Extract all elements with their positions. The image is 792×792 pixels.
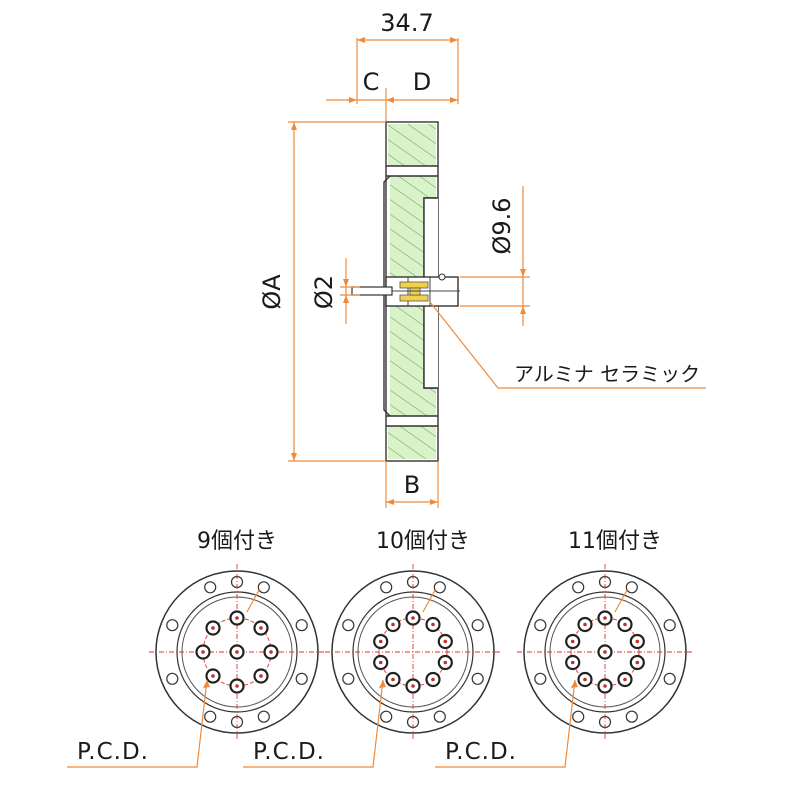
material-callout: アルミナ セラミック (429, 301, 706, 389)
pin-center (411, 616, 415, 620)
dimension-b: B (385, 461, 439, 508)
bolt-hole (204, 710, 217, 723)
pcd-arrowhead (571, 680, 578, 688)
dimension-total-width: 34.7 (356, 9, 459, 104)
pin-center (391, 622, 395, 627)
bolt-hole (471, 619, 484, 632)
pin-center (201, 650, 205, 654)
pitch-arrow (614, 589, 628, 613)
pin-center (583, 677, 587, 682)
pin-center (603, 684, 607, 688)
pin-center (235, 650, 239, 654)
bolt-hole (295, 619, 308, 632)
pcd-arrowhead (203, 680, 210, 688)
front-view-1: 9個付き P.C.D. (67, 529, 325, 768)
dimension-phi-2: Ø2 (310, 258, 360, 324)
pcd-label: P.C.D. (445, 739, 517, 765)
label-phi-a: ØA (258, 274, 286, 310)
pin-center (603, 650, 607, 654)
pin-center (570, 660, 575, 665)
label-phi-9-6: Ø9.6 (488, 197, 516, 254)
pin-center (570, 639, 575, 644)
bolt-hole (342, 619, 355, 632)
pin-center (583, 622, 587, 627)
bolt-hole (572, 581, 585, 594)
bolt-hole (471, 672, 484, 685)
pin-center (211, 674, 215, 678)
feedthrough-insert (351, 273, 460, 307)
label-phi-2: Ø2 (310, 275, 338, 309)
pin-center (259, 674, 263, 678)
bolt-hole (257, 710, 270, 723)
pitch-arrow (422, 589, 436, 613)
front-view-title: 10個付き (376, 529, 470, 554)
dimension-phi-9-6: Ø9.6 (460, 186, 530, 326)
pcd-leader (67, 679, 208, 768)
front-view-title: 11個付き (568, 529, 662, 554)
pin-center (211, 626, 215, 630)
bolt-hole (433, 581, 446, 594)
pin-center (443, 660, 448, 665)
bolt-hole (433, 710, 446, 723)
front-view-3: 11個付き P.C.D. (435, 529, 693, 768)
label-b: B (404, 471, 420, 499)
bolt-hole (534, 619, 547, 632)
pin-center (391, 677, 395, 682)
bolt-hole (166, 672, 179, 685)
bolt-hole (663, 619, 676, 632)
pin-center (378, 639, 383, 644)
bolt-hole (572, 710, 585, 723)
bolt-hole (257, 581, 270, 594)
pcd-leader (243, 679, 384, 768)
bolt-hole (166, 619, 179, 632)
label-c: C (363, 68, 380, 96)
bolt-hole (663, 672, 676, 685)
pin-center (431, 622, 435, 627)
pin-center (411, 684, 415, 688)
pin-center (603, 616, 607, 620)
bolt-hole (625, 581, 638, 594)
bolt-hole (625, 710, 638, 723)
material-callout-label: アルミナ セラミック (514, 362, 700, 386)
front-view-2: 10個付き P.C.D. (243, 529, 501, 768)
pin-center (635, 660, 640, 665)
bolt-hole (342, 672, 355, 685)
pcd-label: P.C.D. (77, 739, 149, 765)
pitch-arrow (246, 589, 260, 613)
bolt-hole (295, 672, 308, 685)
pcd-label: P.C.D. (253, 739, 325, 765)
side-view: 34.7 C D (258, 9, 706, 508)
pcd-arrowhead (379, 680, 386, 688)
dimension-total-label: 34.7 (380, 9, 433, 37)
pin-center (269, 650, 273, 654)
dimension-phi-a: ØA (258, 121, 386, 462)
pcd-leader (435, 679, 576, 768)
pin-center (623, 622, 627, 627)
bolt-hole (534, 672, 547, 685)
bolt-hole (204, 581, 217, 594)
pin-center (235, 684, 239, 688)
bolt-hole (380, 710, 393, 723)
front-views: 9個付き P.C.D. 10個付き P.C.D. 11個付き P.C.D. (67, 529, 693, 768)
pin-center (235, 616, 239, 620)
front-view-title: 9個付き (197, 529, 277, 554)
label-d: D (413, 68, 431, 96)
pin-center (431, 677, 435, 682)
pin-center (443, 639, 448, 644)
pin-center (635, 639, 640, 644)
dimension-c-d: C D (326, 68, 458, 122)
pin-center (259, 626, 263, 630)
pin-center (623, 677, 627, 682)
bolt-hole (380, 581, 393, 594)
pin-center (378, 660, 383, 665)
